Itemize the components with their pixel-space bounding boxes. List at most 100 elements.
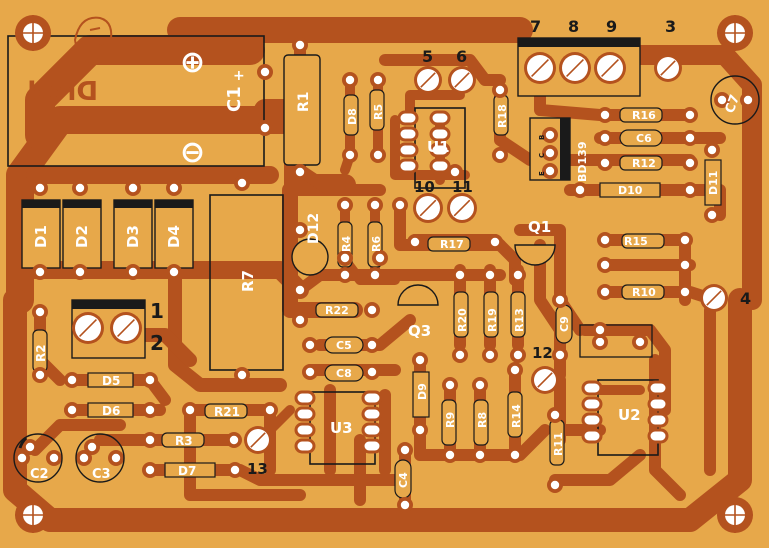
label-c1: C1: [224, 86, 245, 112]
screw-slot: [660, 60, 676, 76]
drill-hole: [485, 350, 495, 360]
drill-hole: [595, 325, 605, 335]
label-r21: R21: [214, 405, 240, 419]
label-r11: R11: [552, 432, 565, 456]
terminal-6: 6: [456, 47, 467, 66]
ic-pin: [647, 428, 669, 444]
drill-hole: [600, 133, 610, 143]
label-d2: D2: [73, 225, 91, 248]
drill-hole: [229, 435, 239, 445]
label-u3: U3: [330, 419, 353, 437]
drill-hole: [495, 85, 505, 95]
drill-hole: [367, 340, 377, 350]
label-c4: C4: [397, 472, 410, 488]
label-r5: R5: [372, 104, 385, 120]
label-c5: C5: [336, 339, 352, 352]
drill-hole: [128, 183, 138, 193]
terminal-7: 7: [530, 17, 541, 36]
terminal-12: 12: [532, 344, 553, 362]
ic-pin: [581, 428, 603, 444]
label-d7: D7: [178, 464, 196, 478]
drill-hole: [680, 235, 690, 245]
terminal-13: 13: [247, 460, 268, 478]
ic-pin: [581, 396, 603, 412]
label-c3: C3: [92, 467, 111, 482]
terminal-2: 2: [150, 331, 164, 355]
ic-pin: [361, 406, 383, 422]
terminal-5: 5: [422, 47, 433, 66]
drill-hole: [445, 450, 455, 460]
label-r2: R2: [34, 344, 48, 362]
drill-hole: [707, 145, 717, 155]
drill-hole: [75, 183, 85, 193]
drill-hole: [410, 237, 420, 247]
drill-hole: [400, 445, 410, 455]
drill-hole: [145, 375, 155, 385]
drill-hole: [87, 442, 97, 452]
drill-hole: [25, 442, 35, 452]
label-d6: D6: [102, 404, 120, 418]
screw-slot: [531, 59, 549, 77]
ic-pin: [397, 110, 419, 126]
drill-hole: [510, 365, 520, 375]
drill-hole: [111, 453, 121, 463]
drill-hole: [237, 178, 247, 188]
ic-pin: [361, 390, 383, 406]
drill-hole: [237, 370, 247, 380]
label-c7: C7: [723, 93, 743, 116]
label-d3: D3: [124, 225, 142, 248]
drill-hole: [373, 150, 383, 160]
drill-hole: [635, 337, 645, 347]
logo-text: Dred: [27, 77, 98, 107]
drill-hole: [555, 350, 565, 360]
label-c8: C8: [336, 367, 352, 380]
drill-hole: [169, 267, 179, 277]
ic-pin: [429, 142, 451, 158]
drill-hole: [67, 405, 77, 415]
drill-hole: [450, 167, 460, 177]
screw-slot: [566, 59, 584, 77]
component-bodies: [32, 89, 722, 499]
drill-hole: [295, 315, 305, 325]
label-r18: R18: [496, 104, 509, 128]
terminal-11: 11: [452, 178, 473, 196]
solder-pads: [14, 37, 756, 513]
drill-hole: [510, 450, 520, 460]
drill-hole: [495, 150, 505, 160]
label-r12: R12: [632, 157, 656, 170]
pin-c: C: [538, 153, 546, 158]
label-r13: R13: [513, 308, 526, 332]
screw-slot: [419, 199, 437, 217]
drill-hole: [340, 253, 350, 263]
drill-hole: [595, 337, 605, 347]
c1-plus-mark: +: [233, 68, 245, 84]
drill-hole: [680, 260, 690, 270]
drill-hole: [345, 150, 355, 160]
label-r8: R8: [476, 412, 489, 428]
drill-hole: [35, 370, 45, 380]
ic-pin: [581, 412, 603, 428]
drill-hole: [490, 237, 500, 247]
drill-hole: [685, 133, 695, 143]
terminal-10: 10: [414, 178, 435, 196]
label-c9: C9: [558, 316, 571, 332]
screw-slot: [706, 290, 722, 306]
drill-hole: [475, 450, 485, 460]
drill-hole: [305, 367, 315, 377]
drill-hole: [600, 260, 610, 270]
label-r7: R7: [239, 270, 257, 292]
label-d1: D1: [32, 225, 50, 248]
label-d11: D11: [707, 171, 720, 195]
drill-hole: [230, 465, 240, 475]
drill-hole: [295, 225, 305, 235]
label-d4: D4: [165, 225, 183, 248]
label-r4: R4: [340, 236, 353, 252]
drill-hole: [513, 270, 523, 280]
screw-slot: [454, 72, 470, 88]
label-r15: R15: [624, 235, 648, 248]
drill-hole: [295, 40, 305, 50]
label-d9: D9: [416, 383, 429, 400]
drill-hole: [685, 185, 695, 195]
ic-pin: [397, 158, 419, 174]
plus-symbol: ⊕: [180, 45, 205, 80]
